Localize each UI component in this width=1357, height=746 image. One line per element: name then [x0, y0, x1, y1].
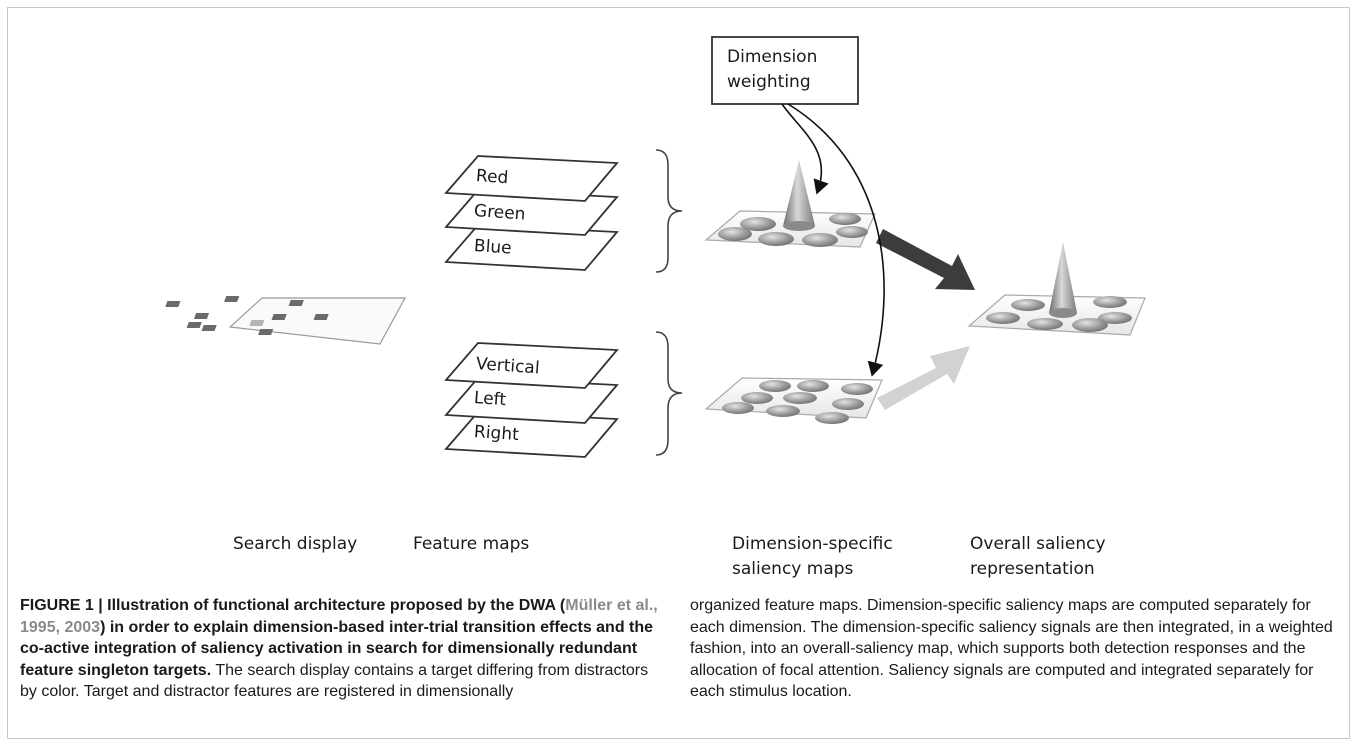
- search-display: [165, 296, 407, 345]
- architecture-diagram: [165, 36, 1146, 458]
- figure-caption-left: FIGURE 1 | Illustration of functional ar…: [20, 595, 660, 703]
- weighting-box-line2: weighting: [727, 72, 811, 92]
- color-feature-maps: [444, 155, 619, 271]
- column-label-dimension-line2: saliency maps: [732, 559, 854, 579]
- orientation-saliency-map: [704, 377, 883, 424]
- map-label-right: Right: [473, 422, 520, 446]
- figure-caption-right: organized feature maps. Dimension-specif…: [690, 597, 1333, 701]
- column-label-feature-maps: Feature maps: [413, 534, 530, 554]
- caption-citation-link[interactable]: Müller et al., 1995, 2003: [20, 597, 658, 636]
- search-display-items: [165, 296, 329, 335]
- caption-body-left: The search display contains a target dif…: [20, 661, 649, 701]
- map-label-green: Green: [473, 201, 527, 225]
- map-label-red: Red: [475, 166, 509, 189]
- weighting-box-line1: Dimension: [727, 47, 818, 67]
- map-label-left: Left: [473, 388, 507, 411]
- map-label-vertical: Vertical: [475, 354, 541, 379]
- orientation-bracket: [655, 331, 683, 456]
- strong-integration-arrow: [876, 229, 975, 290]
- color-saliency-map: [704, 160, 876, 248]
- target-item: [249, 320, 265, 326]
- caption-title-post: ) in order to explain dimension-based in…: [20, 618, 654, 679]
- weighting-arrow-color: [781, 103, 829, 195]
- weighting-arrow-orientation: [787, 103, 885, 377]
- color-saliency-peak: [783, 160, 815, 226]
- dimension-weighting-box: [711, 36, 859, 105]
- figure-frame: [7, 7, 1350, 739]
- overall-saliency-map: [967, 242, 1146, 336]
- column-label-overall-line1: Overall saliency: [970, 534, 1106, 554]
- column-label-overall-line2: representation: [970, 559, 1095, 579]
- orientation-feature-maps: [444, 342, 619, 458]
- column-label-dimension-line1: Dimension-specific: [732, 534, 893, 554]
- color-bracket: [655, 149, 683, 273]
- column-label-search-display: Search display: [233, 534, 358, 554]
- caption-title-pre: FIGURE 1 | Illustration of functional ar…: [20, 597, 566, 614]
- map-label-blue: Blue: [473, 236, 513, 259]
- weak-integration-arrow: [877, 346, 970, 410]
- overall-saliency-peak: [1049, 242, 1077, 313]
